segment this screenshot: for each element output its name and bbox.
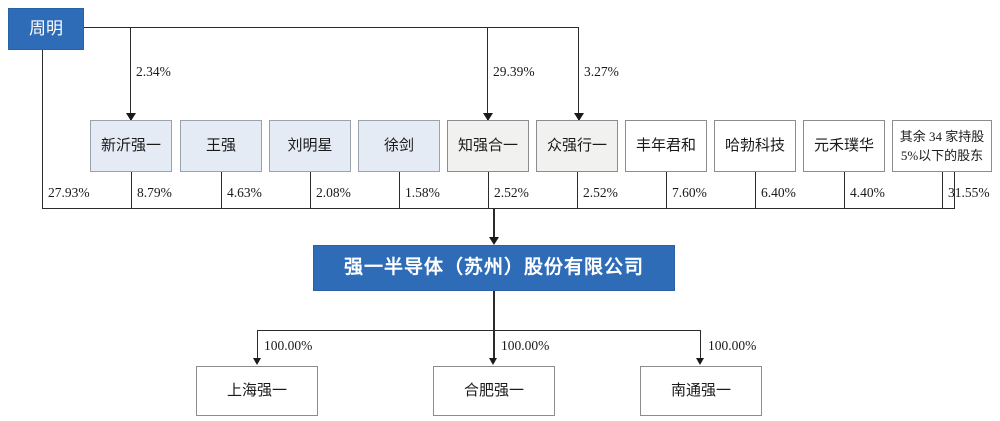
shareholder-drop-line — [310, 172, 311, 208]
shareholder-label: 众强行一 — [546, 137, 607, 154]
subsidiary-arrow — [253, 358, 261, 365]
shareholder-label: 新沂强一 — [100, 137, 161, 154]
top-pct-label-2: 29.39% — [493, 64, 535, 79]
owner-node-zhouming[interactable]: 周明 — [8, 8, 84, 50]
owner-branch-line-1 — [130, 27, 131, 120]
owner-direct-line — [42, 50, 43, 208]
shareholder-pct: 8.79% — [137, 185, 172, 200]
subsidiary-arrow — [489, 358, 497, 365]
shareholder-pct: 6.40% — [761, 185, 796, 200]
company-node-main[interactable]: 强一半导体（苏州）股份有限公司 — [313, 245, 675, 291]
shareholder-node-fengnianjunhe[interactable]: 丰年君和 — [625, 120, 707, 172]
shareholder-drop-line — [399, 172, 400, 208]
shareholder-node-zhongqianghangyi[interactable]: 众强行一 — [536, 120, 618, 172]
subsidiary-node-hefei[interactable]: 合肥强一 — [433, 366, 555, 416]
shareholder-label: 哈勃科技 — [724, 137, 785, 154]
subsidiary-label: 上海强一 — [226, 382, 287, 399]
shareholder-node-liumingxing[interactable]: 刘明星 — [269, 120, 351, 172]
shareholder-node-xinyiqiangyi[interactable]: 新沂强一 — [90, 120, 172, 172]
shareholder-node-yuanhepuhua[interactable]: 元禾璞华 — [803, 120, 885, 172]
shareholder-pct: 4.40% — [850, 185, 885, 200]
subsidiary-pct: 100.00% — [264, 338, 313, 353]
shareholder-drop-line — [577, 172, 578, 208]
shareholder-label-line1: 其余 34 家持股 — [899, 128, 985, 144]
top-pct-label-1: 2.34% — [136, 64, 171, 79]
owner-branch-line-2 — [487, 27, 488, 120]
shareholder-pct: 31.55% — [948, 185, 990, 200]
shareholder-label: 徐剑 — [383, 137, 414, 154]
subsidiary-arrow — [696, 358, 704, 365]
owner-node-label: 周明 — [29, 19, 63, 39]
owner-branch-arrow-3 — [574, 113, 584, 121]
shareholder-label: 知强合一 — [457, 137, 518, 154]
subsidiary-trunk-line — [493, 291, 495, 330]
subsidiary-drop-line — [257, 330, 258, 361]
shareholder-drop-line — [488, 172, 489, 208]
shareholder-pct: 2.52% — [583, 185, 618, 200]
company-node-label: 强一半导体（苏州）股份有限公司 — [343, 257, 644, 279]
shareholder-label: 刘明星 — [287, 137, 333, 154]
shareholder-pct: 7.60% — [672, 185, 707, 200]
subsidiary-label: 南通强一 — [670, 382, 731, 399]
subsidiary-drop-line — [493, 330, 495, 361]
shareholder-collector-bus — [42, 208, 955, 209]
shareholder-pct: 2.52% — [494, 185, 529, 200]
shareholder-node-wangqiang[interactable]: 王强 — [180, 120, 262, 172]
shareholder-drop-line — [942, 172, 943, 208]
shareholder-label: 元禾璞华 — [813, 137, 874, 154]
owner-branch-arrow-2 — [483, 113, 493, 121]
shareholder-pct: 4.63% — [227, 185, 262, 200]
shareholder-drop-line — [844, 172, 845, 208]
shareholder-label: 丰年君和 — [635, 137, 696, 154]
owner-horizontal-bus — [84, 27, 579, 28]
shareholder-label: 王强 — [205, 137, 236, 154]
owner-branch-line-3 — [578, 27, 579, 120]
shareholder-node-xujian[interactable]: 徐剑 — [358, 120, 440, 172]
subsidiary-node-shanghai[interactable]: 上海强一 — [196, 366, 318, 416]
company-feed-line — [493, 208, 495, 241]
subsidiary-bus — [257, 330, 701, 331]
shareholder-pct-direct: 27.93% — [48, 185, 90, 200]
shareholder-drop-line — [755, 172, 756, 208]
shareholder-drop-line — [131, 172, 132, 208]
shareholder-drop-line — [666, 172, 667, 208]
subsidiary-node-nantong[interactable]: 南通强一 — [640, 366, 762, 416]
shareholder-node-habokeji[interactable]: 哈勃科技 — [714, 120, 796, 172]
collector-right-end — [954, 172, 955, 209]
shareholder-node-other-34[interactable]: 其余 34 家持股 5%以下的股东 — [892, 120, 992, 172]
shareholder-drop-line — [221, 172, 222, 208]
subsidiary-pct: 100.00% — [708, 338, 757, 353]
subsidiary-pct: 100.00% — [501, 338, 550, 353]
shareholder-pct: 1.58% — [405, 185, 440, 200]
shareholder-pct: 2.08% — [316, 185, 351, 200]
shareholder-label-line2: 5%以下的股东 — [900, 148, 984, 163]
company-feed-arrow — [489, 237, 499, 245]
shareholder-node-zhiqiangheyi[interactable]: 知强合一 — [447, 120, 529, 172]
owner-branch-arrow-1 — [126, 113, 136, 121]
top-pct-label-3: 3.27% — [584, 64, 619, 79]
subsidiary-label: 合肥强一 — [463, 382, 524, 399]
subsidiary-drop-line — [700, 330, 701, 361]
